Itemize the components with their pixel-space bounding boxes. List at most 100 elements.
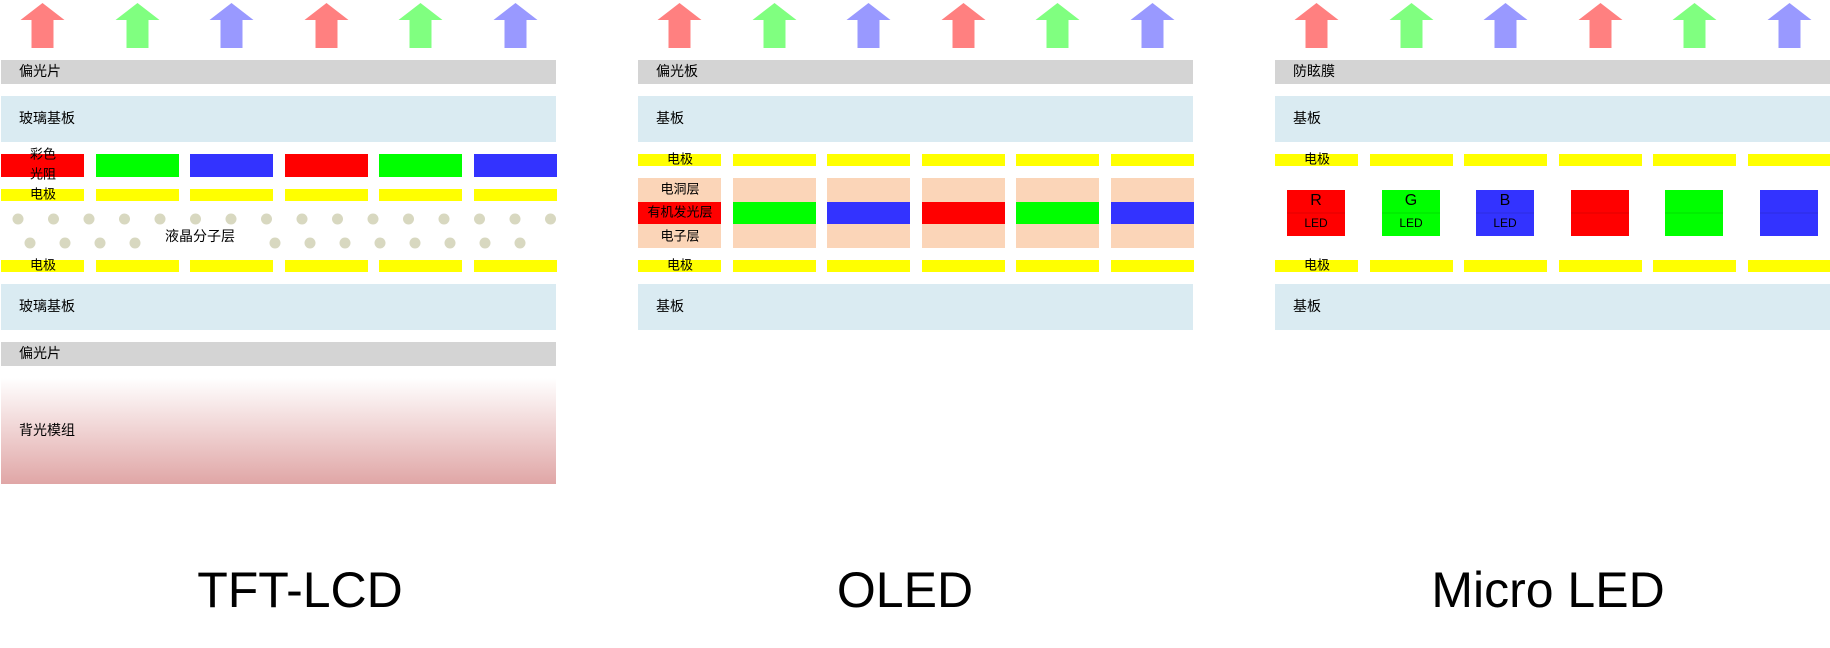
glass-substrate-bottom-label: 玻璃基板 [19,298,75,315]
electrode-top-segment [1370,154,1453,166]
emissive-layer-label: 有机发光层 [647,205,712,221]
tft-lcd-caption: TFT-LCD [197,562,403,618]
organic-emissive-segment [922,202,1005,224]
liquid-crystal-molecule [154,213,166,225]
electrode-top-segment [285,189,368,201]
electrode-bottom-segment [1275,260,1358,272]
liquid-crystal-molecule [261,213,272,225]
organic-emissive-segment [733,202,816,224]
light-arrow-icon [1130,3,1175,48]
color-filter-segment [1,154,84,177]
substrate-bottom-label: 基板 [1293,298,1321,315]
micro-led-letter: R [1310,192,1322,209]
organic-emissive-segment [827,202,910,224]
electrode-bottom-segment [1111,260,1194,272]
light-arrow-icon [493,3,538,48]
micro-led-chip [1760,190,1818,236]
electrode-bottom-segment [474,260,557,272]
substrate-bottom-layer [1275,284,1830,330]
light-arrow-icon [1389,3,1434,48]
light-arrow-icon [752,3,797,48]
substrate-top-layer [1275,96,1830,142]
electrode-top-label: 电极 [667,153,693,168]
micro-led-chip [1665,190,1723,236]
electrode-top-segment [1464,154,1547,166]
liquid-crystal-molecule [48,213,59,225]
color-filter-segment [190,154,273,177]
electrode-top-segment [827,154,910,166]
organic-emissive-segment [1111,202,1194,224]
light-arrow-icon [398,3,443,48]
electrode-top-segment [1559,154,1642,166]
color-filter-segment [285,154,368,177]
light-arrow-icon [657,3,702,48]
liquid-crystal-molecule [269,237,281,249]
color-filter-label: 彩色 [30,147,56,163]
electrode-bottom-segment [1016,260,1099,272]
light-arrow-icon [941,3,986,48]
polarizer-layer [638,60,1193,84]
electrode-bottom-segment [1748,260,1830,272]
liquid-crystal-molecule [94,237,106,249]
substrate-top-label: 基板 [1293,110,1321,127]
liquid-crystal-molecule [438,213,450,225]
electrode-bottom-segment [379,260,462,272]
liquid-crystal-molecule [129,237,141,249]
electrode-bottom-segment [922,260,1005,272]
liquid-crystal-molecule [119,213,130,225]
electrode-bottom-segment [1,260,84,272]
polarizer-bottom-label: 偏光片 [19,346,61,362]
liquid-crystal-molecule [225,213,237,225]
micro-led-sublabel: LED [1493,216,1517,230]
electrode-bottom-segment [638,260,721,272]
liquid-crystal-molecule [59,237,71,249]
polarizer-top-label: 偏光片 [19,64,61,80]
color-filter-segment [474,154,557,177]
color-filter-segment [96,154,179,177]
electrode-bottom-label: 电极 [30,259,56,274]
liquid-crystal-molecule [403,213,414,225]
polarizer-label: 偏光板 [656,64,698,80]
electrode-top-segment [1275,154,1358,166]
micro-led-letter: B [1500,192,1511,209]
color-filter-segment [379,154,462,177]
electrode-bottom-segment [1653,260,1736,272]
hole-layer-label: 电洞层 [660,183,699,198]
light-arrow-icon [1578,3,1623,48]
polarizer-top-layer [1,60,556,84]
glass-substrate-top-label: 玻璃基板 [19,110,75,127]
glass-substrate-bottom-layer [1,284,556,330]
substrate-top-label: 基板 [656,110,684,127]
liquid-crystal-molecule [12,213,24,225]
anti-glare-film-layer [1275,60,1830,84]
oled-caption: OLED [836,562,974,618]
micro-led-sublabel: LED [1304,216,1328,230]
electrode-top-label: 电极 [1304,153,1330,168]
glass-substrate-top-layer [1,96,556,142]
electrode-bottom-segment [96,260,179,272]
electrode-top-segment [1016,154,1099,166]
electron-layer-label: 电子层 [660,230,699,245]
electrode-bottom-segment [1559,260,1642,272]
liquid-crystal-molecule [514,237,526,249]
backlight-module-layer [1,378,556,484]
liquid-crystal-molecule [304,237,316,249]
liquid-crystal-molecule [339,237,351,249]
liquid-crystal-molecule [83,213,95,225]
electrode-top-segment [1653,154,1736,166]
electrode-top-segment [96,189,179,201]
liquid-crystal-molecule [296,213,308,225]
micro-led-chip [1571,190,1629,236]
liquid-crystal-molecule [190,213,201,225]
light-arrow-icon [115,3,160,48]
backlight-module-label: 背光模组 [19,423,75,439]
light-arrow-icon [1767,3,1812,48]
liquid-crystal-molecule [444,237,456,249]
anti-glare-film-label: 防眩膜 [1293,64,1335,80]
liquid-crystal-molecule [509,213,521,225]
light-arrow-icon [846,3,891,48]
organic-emissive-segment [1016,202,1099,224]
micro-led-chip [1476,190,1534,236]
liquid-crystal-molecule [332,213,343,225]
